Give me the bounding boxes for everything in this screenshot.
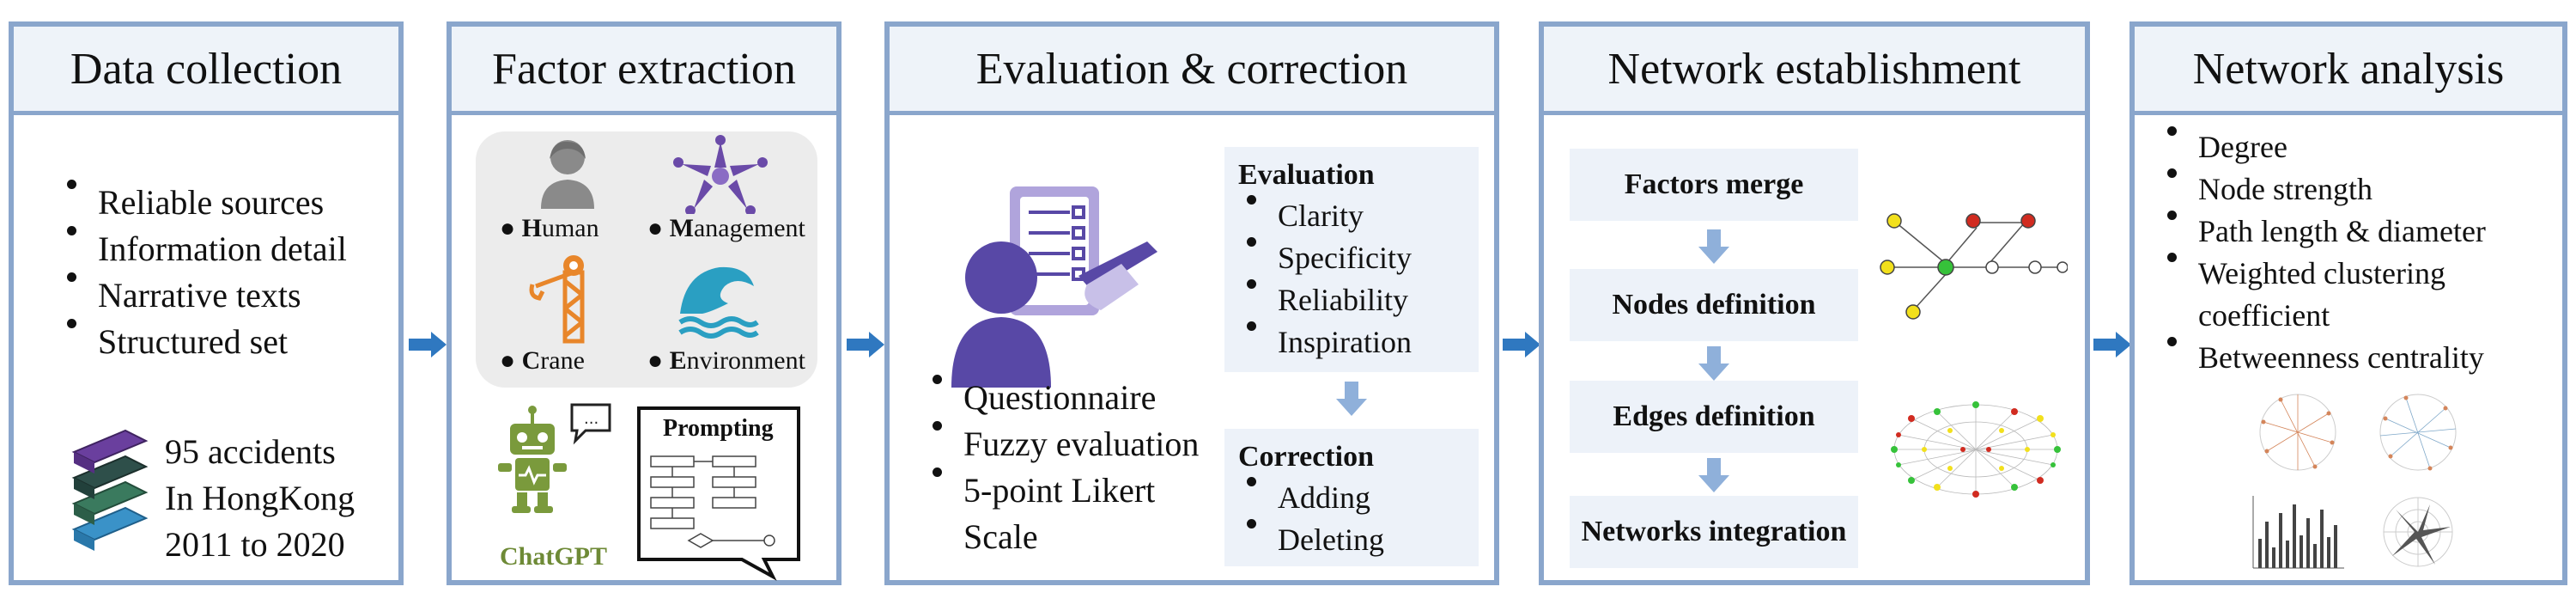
- list-item: Deleting: [1238, 519, 1479, 561]
- list-item: Reliability: [1238, 279, 1479, 321]
- down-arrow-icon: [1698, 346, 1729, 381]
- list-item: Path length & diameter: [2159, 211, 2554, 253]
- list-item: Fuzzy evaluation: [924, 421, 1216, 467]
- factor-label-human: ● Human: [500, 214, 599, 242]
- prompting-label: Prompting: [663, 415, 774, 442]
- robot-icon: ...: [498, 403, 611, 513]
- down-arrow-icon: [1698, 229, 1729, 264]
- step-factors-merge: Factors merge: [1570, 149, 1858, 221]
- wave-icon: [678, 266, 759, 339]
- list-item: Node strength: [2159, 168, 2554, 211]
- evaluation-box: Evaluation Clarity Specificity Reliabili…: [1224, 147, 1479, 372]
- step-networks-integration: Networks integration: [1570, 496, 1858, 568]
- correction-box: Correction Adding Deleting: [1224, 429, 1479, 566]
- evaluation-methods-list: Questionnaire Fuzzy evaluation 5-point L…: [924, 375, 1216, 560]
- panel-title: Factor extraction: [452, 27, 836, 115]
- large-network-icon: [1891, 401, 2061, 498]
- flow-arrow: [847, 332, 884, 357]
- panel-network-analysis: Network analysis Degree Node strength Pa…: [2129, 21, 2567, 585]
- list-item: Clarity: [1238, 195, 1479, 237]
- list-item: Reliable sources: [58, 180, 347, 226]
- list-item: Narrative texts: [58, 272, 347, 319]
- accidents-count: 95 accidents: [165, 432, 336, 471]
- list-item: Structured set: [58, 319, 347, 365]
- list-item: Degree: [2159, 126, 2554, 168]
- accidents-summary: 95 accidents In HongKong 2011 to 2020: [165, 429, 355, 568]
- team-hands-icon: [673, 135, 768, 214]
- panel-factor-extraction: Factor extraction ● Human ● Management: [447, 21, 841, 585]
- circular-network-thumbnail: [2379, 394, 2457, 471]
- panel-title: Data collection: [14, 27, 398, 115]
- crane-icon: [529, 255, 585, 344]
- radar-chart-thumbnail: [2383, 497, 2453, 567]
- questionnaire-person-icon: [951, 186, 1157, 388]
- svg-text:...: ...: [584, 410, 598, 428]
- factors-box: [476, 131, 817, 388]
- factor-label-management: ● Management: [647, 214, 805, 242]
- person-icon: [541, 140, 594, 209]
- step-edges-definition: Edges definition: [1570, 381, 1858, 453]
- metrics-list: Degree Node strength Path length & diame…: [2159, 126, 2554, 379]
- factor-label-environment: ● Environment: [647, 346, 805, 375]
- list-item: Inspiration: [1238, 321, 1479, 364]
- list-item: Specificity: [1238, 237, 1479, 279]
- small-network-icon: [1880, 213, 2068, 320]
- panel-title: Network analysis: [2135, 27, 2562, 115]
- step-nodes-definition: Nodes definition: [1570, 269, 1858, 341]
- factor-label-crane: ● Crane: [500, 346, 585, 375]
- evaluation-heading: Evaluation: [1238, 159, 1375, 191]
- list-item: Information detail: [58, 226, 347, 272]
- books-icon: [71, 429, 149, 551]
- list-item: Betweenness centrality: [2159, 337, 2554, 379]
- correction-heading: Correction: [1238, 441, 1374, 473]
- panel-title: Evaluation & correction: [890, 27, 1494, 115]
- list-item: Weighted clustering coefficient: [2159, 253, 2554, 337]
- down-arrow-icon: [1336, 382, 1367, 416]
- circular-network-thumbnail: [2259, 394, 2336, 471]
- list-item: 5-point Likert Scale: [924, 467, 1216, 560]
- flow-arrow: [1503, 332, 1540, 357]
- accidents-location: In HongKong: [165, 479, 355, 517]
- bar-chart-thumbnail: [2252, 496, 2344, 569]
- flow-arrow: [2093, 332, 2131, 357]
- data-collection-list: Reliable sources Information detail Narr…: [58, 180, 347, 365]
- panel-data-collection: Data collection Reliable sources Informa…: [9, 21, 404, 585]
- down-arrow-icon: [1698, 458, 1729, 492]
- robot-label: ChatGPT: [500, 542, 608, 571]
- panel-title: Network establishment: [1544, 27, 2085, 115]
- flow-arrow: [409, 332, 447, 357]
- list-item: Adding: [1238, 477, 1479, 519]
- list-item: Questionnaire: [924, 375, 1216, 421]
- panel-network-establishment: Network establishment Factors merge Node…: [1539, 21, 2090, 585]
- prompting-flowchart-icon: [637, 406, 800, 581]
- accidents-period: 2011 to 2020: [165, 525, 345, 564]
- panel-evaluation-correction: Evaluation & correction Questionnaire Fu…: [884, 21, 1499, 585]
